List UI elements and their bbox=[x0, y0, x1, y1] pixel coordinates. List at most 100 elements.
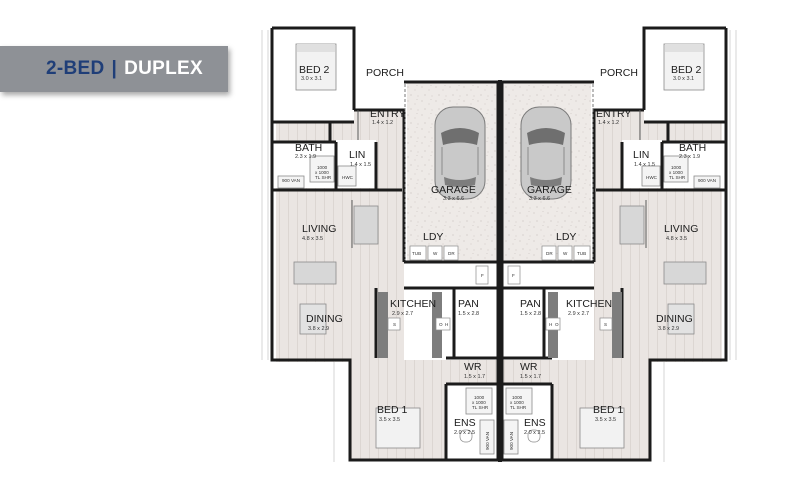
left-washer-label: W bbox=[433, 251, 438, 256]
left-ens-dims: 2.0 x 2.5 bbox=[454, 430, 475, 436]
left-hwc-icon bbox=[337, 165, 357, 187]
right-hob-label: H bbox=[549, 322, 552, 327]
right-ens-dims: 2.0 x 2.5 bbox=[524, 430, 545, 436]
left-sink-icon bbox=[387, 317, 401, 331]
right-dryer-icon bbox=[541, 245, 557, 261]
left-shr-1: 1000 bbox=[317, 165, 328, 170]
left-sink-label: S bbox=[393, 322, 396, 327]
right-bath-vanity-icon bbox=[693, 175, 721, 189]
right-ens-shr-2: x 1000 bbox=[510, 400, 524, 405]
left-ens-shr-3: TL SHR bbox=[472, 405, 489, 410]
right-fridge-icon bbox=[507, 265, 521, 285]
left-hob-icon bbox=[435, 317, 451, 331]
right-ens-toilet-icon bbox=[527, 429, 541, 443]
left-oven-label: O bbox=[439, 322, 443, 327]
right-lin-dims: 1.4 x 1.5 bbox=[634, 162, 655, 168]
left-ens-toilet-icon bbox=[459, 429, 473, 443]
right-shr-2: x 1000 bbox=[669, 170, 683, 175]
right-bath-label: BATH bbox=[679, 142, 706, 154]
left-tub-icon bbox=[409, 245, 427, 261]
left-bed1-dims: 3.5 x 3.5 bbox=[379, 417, 400, 423]
left-lin-label: LIN bbox=[349, 149, 365, 161]
title-banner: 2-BED|DUPLEX bbox=[0, 46, 228, 92]
right-ens-shower-icon bbox=[505, 387, 533, 415]
right-garage-label: GARAGE bbox=[527, 184, 572, 196]
right-dining-table-icon bbox=[667, 303, 695, 335]
left-garage-label: GARAGE bbox=[431, 184, 476, 196]
left-kitchen-dims: 2.9 x 2.7 bbox=[392, 311, 413, 317]
left-washer-icon bbox=[427, 245, 443, 261]
right-dining-dims: 3.8 x 2.9 bbox=[658, 326, 679, 332]
right-wr-label: WR bbox=[520, 361, 538, 373]
right-unit: BED 2 3.0 x 3.1 PORCH ENTRY 1.4 x 1.2 BA… bbox=[500, 26, 737, 462]
left-shr-3: TL SHR bbox=[315, 175, 332, 180]
party-wall bbox=[498, 80, 502, 462]
left-hwc-label: HWC bbox=[342, 175, 354, 180]
right-bed1-bed-icon bbox=[579, 407, 625, 449]
left-ens-label: ENS bbox=[454, 417, 476, 429]
left-dryer-icon bbox=[443, 245, 459, 261]
left-pan-dims: 1.5 x 2.8 bbox=[458, 311, 479, 317]
right-bed1-label: BED 1 bbox=[593, 404, 624, 416]
right-hob-icon bbox=[545, 317, 561, 331]
right-porch-label: PORCH bbox=[600, 67, 638, 79]
left-wr-dims: 1.5 x 1.7 bbox=[464, 374, 485, 380]
right-shr-3: TL SHR bbox=[669, 175, 686, 180]
title-divider: | bbox=[111, 58, 118, 79]
left-porch-label: PORCH bbox=[366, 67, 404, 79]
left-fridge-label: F bbox=[481, 273, 484, 278]
left-living-label: LIVING bbox=[302, 223, 336, 235]
right-fridge-label: F bbox=[512, 273, 515, 278]
left-bath-dims: 2.3 x 1.9 bbox=[295, 154, 316, 160]
left-entry-dims: 1.4 x 1.2 bbox=[372, 120, 393, 126]
left-dining-dims: 3.8 x 2.9 bbox=[308, 326, 329, 332]
right-ens-shr-3: TL SHR bbox=[510, 405, 527, 410]
right-ens-vanity-icon bbox=[503, 419, 519, 455]
left-sofa-icon bbox=[353, 205, 379, 245]
right-van-label: 900 VAN bbox=[698, 178, 716, 183]
left-wr-label: WR bbox=[464, 361, 482, 373]
left-hob-label: H bbox=[445, 322, 448, 327]
left-shr-2: x 1000 bbox=[315, 170, 329, 175]
right-tub-label: TUB bbox=[577, 251, 586, 256]
left-tv-unit-icon bbox=[293, 261, 337, 285]
left-unit: BED 2 3.0 x 3.1 PORCH ENTRY 1.4 x 1.2 BA… bbox=[261, 26, 500, 462]
left-bath-vanity-icon bbox=[277, 175, 305, 189]
right-sink-label: S bbox=[604, 322, 607, 327]
right-hwc-label: HWC bbox=[646, 175, 658, 180]
right-entry-label: ENTRY bbox=[596, 108, 631, 120]
left-van-label: 900 VAN bbox=[282, 178, 300, 183]
right-bath-dims: 2.3 x 1.9 bbox=[679, 154, 700, 160]
right-dining-label: DINING bbox=[656, 313, 693, 325]
right-hwc-icon bbox=[641, 165, 661, 187]
right-wr-dims: 1.5 x 1.7 bbox=[520, 374, 541, 380]
right-bed2-label: BED 2 bbox=[671, 64, 702, 76]
right-sofa-icon bbox=[619, 205, 645, 245]
left-bed2-dims: 3.0 x 3.1 bbox=[301, 76, 322, 82]
left-dining-table-icon bbox=[299, 303, 327, 335]
left-bed1-bed-icon bbox=[375, 407, 421, 449]
right-living-dims: 4.8 x 3.5 bbox=[666, 236, 687, 242]
left-fridge-icon bbox=[475, 265, 489, 285]
left-bed2-label: BED 2 bbox=[299, 64, 330, 76]
right-shr-1: 1000 bbox=[671, 165, 682, 170]
left-bed1-label: BED 1 bbox=[377, 404, 408, 416]
right-ens-label: ENS bbox=[524, 417, 546, 429]
left-dining-label: DINING bbox=[306, 313, 343, 325]
left-kitchen-bench bbox=[378, 292, 388, 358]
left-bath-shower-icon bbox=[309, 155, 335, 183]
left-kitchen-label: KITCHEN bbox=[390, 298, 436, 310]
left-tub-label: TUB bbox=[412, 251, 421, 256]
right-oven-label: O bbox=[555, 322, 559, 327]
right-kitchen-dims: 2.9 x 2.7 bbox=[568, 311, 589, 317]
left-ens-shower-icon bbox=[465, 387, 493, 415]
right-lin-label: LIN bbox=[633, 149, 649, 161]
right-living-label: LIVING bbox=[664, 223, 698, 235]
title-bed: 2-BED bbox=[46, 58, 105, 79]
right-ens-van-label: 900 VAN bbox=[509, 432, 514, 450]
right-kitchen-bench bbox=[612, 292, 622, 358]
left-ens-shr-1: 1000 bbox=[474, 395, 485, 400]
right-tub-icon bbox=[573, 245, 591, 261]
right-ens-shr-1: 1000 bbox=[512, 395, 523, 400]
